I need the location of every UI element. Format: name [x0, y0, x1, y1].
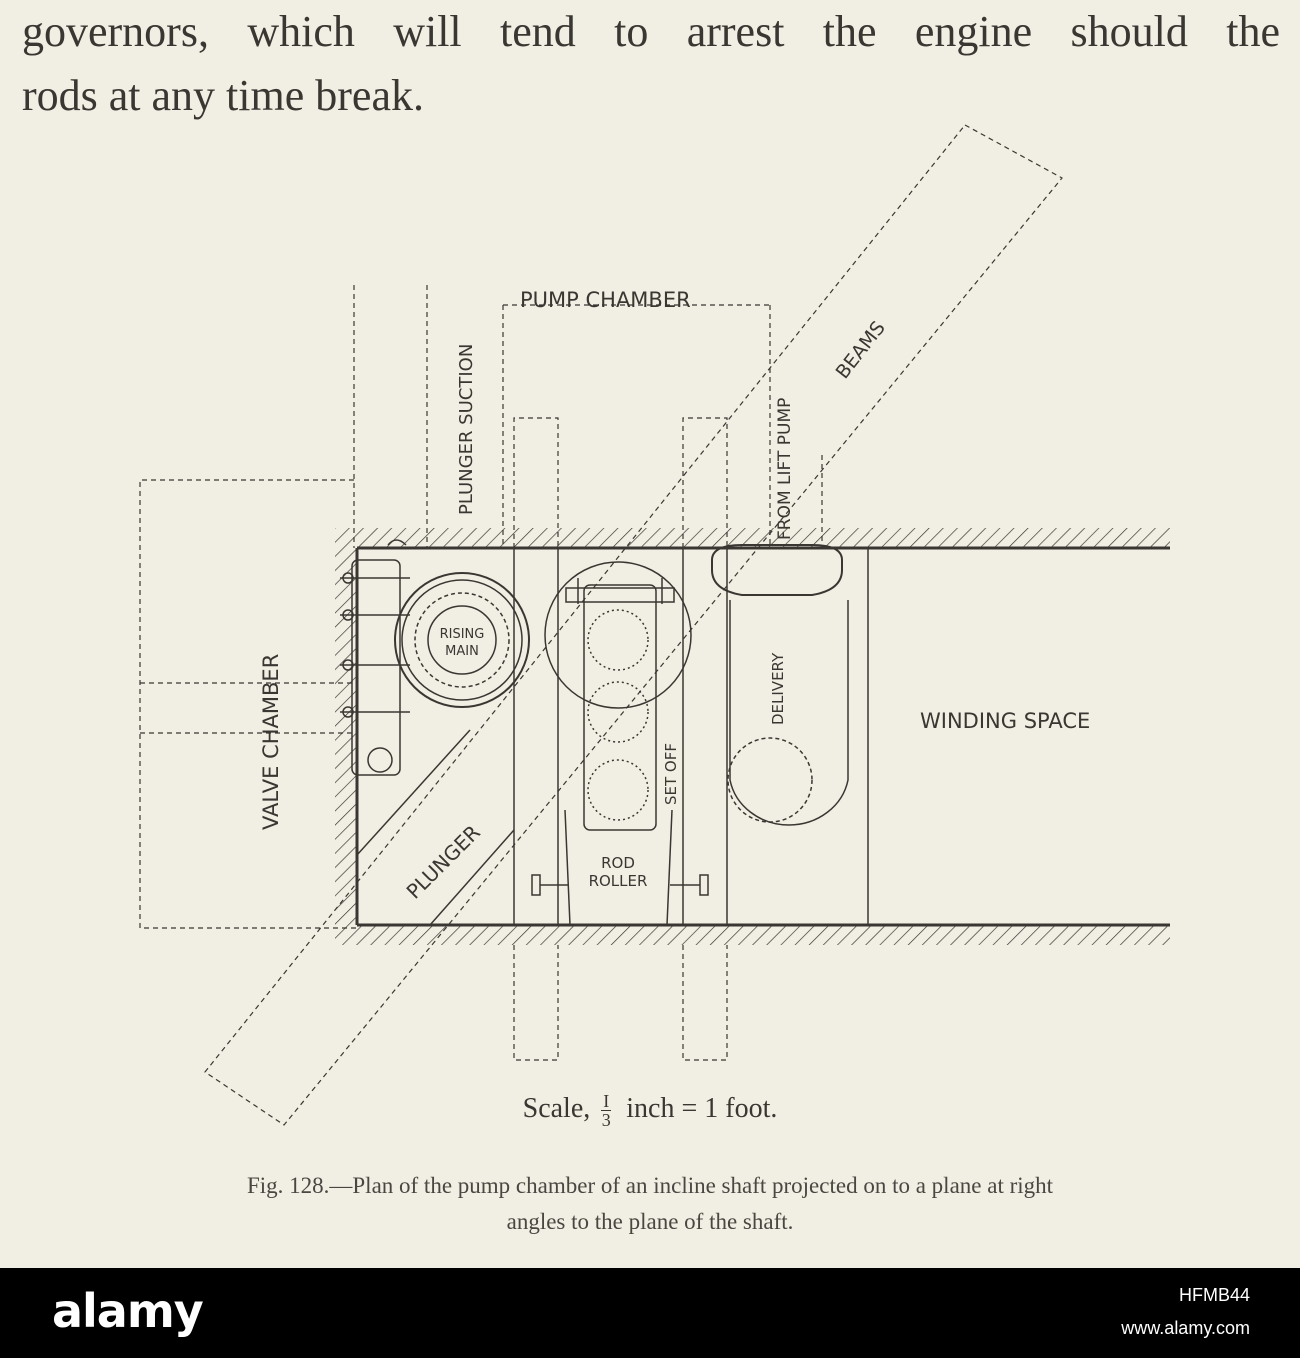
scale-fraction: I 3 — [601, 1091, 612, 1130]
label-rising-main-2: MAIN — [445, 644, 479, 659]
bottom-wall-hatching — [335, 925, 1170, 945]
book-page: governors, which will tend to arrest the… — [0, 0, 1300, 1240]
source-url: www.alamy.com — [1121, 1318, 1250, 1338]
left-wall-hatching — [335, 548, 357, 925]
scale-suffix: inch = 1 foot. — [626, 1092, 778, 1124]
label-delivery: DELIVERY — [769, 652, 787, 725]
figure-caption: Fig. 128.—Plan of the pump chamber of an… — [60, 1168, 1240, 1240]
label-pump-chamber: PUMP CHAMBER — [520, 288, 691, 312]
watermark-bar — [0, 1268, 1300, 1358]
label-plunger-suction: PLUNGER SUCTION — [456, 344, 477, 515]
delivery-pipe — [711, 544, 849, 826]
label-beams: BEAMS — [832, 317, 890, 383]
label-set-off: SET OFF — [662, 743, 680, 805]
pump-chamber-diagram: PUMP CHAMBER PLUNGER SUCTION FROM LIFT P… — [139, 124, 1170, 1126]
rod-roller — [531, 561, 709, 926]
label-winding-space: WINDING SPACE — [920, 709, 1090, 733]
scale-denominator: 3 — [601, 1110, 611, 1130]
label-valve-chamber: VALVE CHAMBER — [259, 654, 283, 830]
label-rod-roller-1: ROD — [601, 854, 635, 872]
dashed-outlines — [139, 124, 1063, 1126]
clamp-assembly — [340, 539, 410, 776]
scale-prefix: Scale, — [522, 1092, 591, 1124]
caption-line-1: Fig. 128.—Plan of the pump chamber of an… — [246, 1173, 1054, 1198]
label-from-lift-pump: FROM LIFT PUMP — [775, 398, 795, 540]
scale-note: Scale, I 3 inch = 1 foot. — [0, 1092, 1300, 1129]
caption-line-2: angles to the plane of the shaft. — [506, 1209, 794, 1234]
label-plunger: PLUNGER — [402, 820, 485, 903]
compartment-dividers — [513, 548, 869, 925]
label-rising-main-1: RISING — [440, 627, 485, 642]
body-text-line-2: rods at any time break. — [22, 71, 424, 120]
label-rod-roller-2: ROLLER — [589, 872, 648, 890]
top-wall-hatching — [335, 528, 1170, 548]
rising-main — [394, 572, 530, 708]
body-text-line-1: governors, which will tend to arrest the… — [22, 7, 1280, 56]
alamy-logo: alamy — [52, 1284, 204, 1338]
body-text: governors, which will tend to arrest the… — [22, 0, 1292, 128]
image-id: HFMB44 — [1178, 1285, 1250, 1305]
plunger-diagonal — [356, 729, 515, 926]
scale-numerator: I — [601, 1091, 612, 1111]
